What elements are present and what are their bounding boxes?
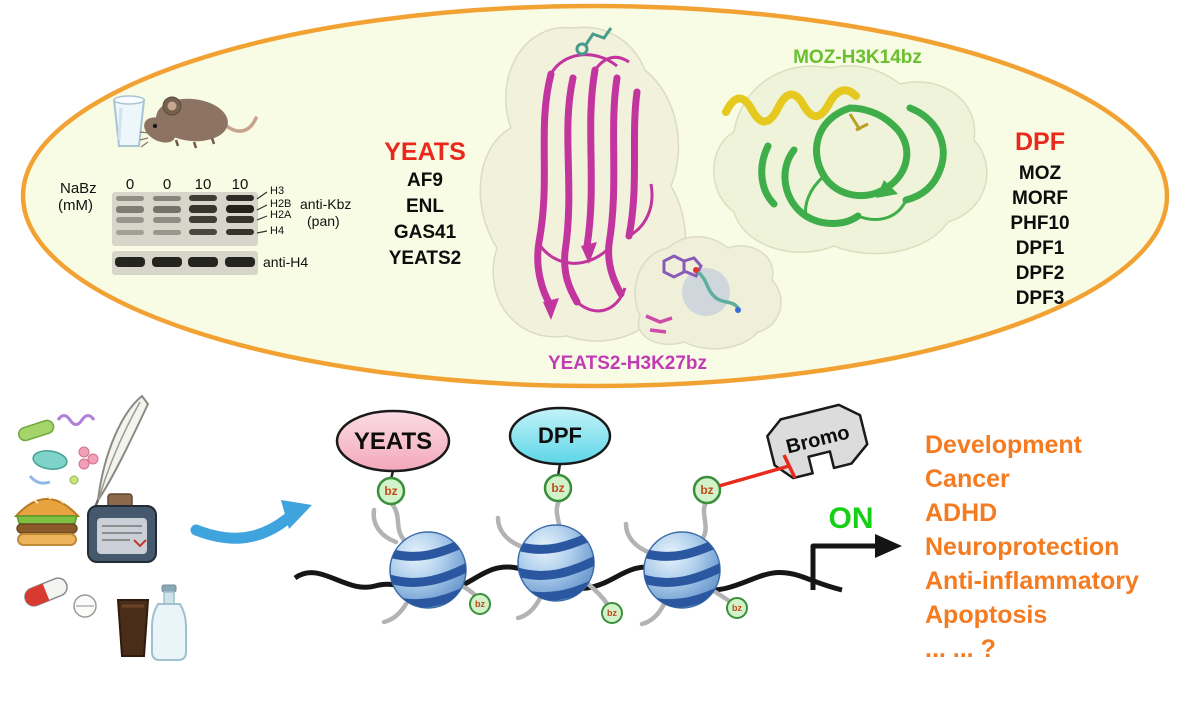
blot-lane-label: 10 <box>194 176 212 193</box>
yeats-family-member: AF9 <box>407 170 443 191</box>
bz-mark-label-small: bz <box>732 603 742 613</box>
transcription-on-label: ON <box>828 502 874 535</box>
quill-ink-icon <box>87 394 157 563</box>
outcome-item: Neuroprotection <box>925 533 1120 561</box>
mouse-icon <box>139 96 258 149</box>
bz-mark-label-small: bz <box>475 599 485 609</box>
bz-circle <box>692 475 722 505</box>
dpf-family-title: DPF <box>1015 128 1065 156</box>
blot-unit-label: (mM) <box>58 197 93 214</box>
outcome-item: Apoptosis <box>925 601 1048 629</box>
moz-structure <box>713 65 988 255</box>
yeats-family-member: GAS41 <box>393 222 457 243</box>
dpf-family-member: DPF1 <box>1015 238 1065 259</box>
bz-mark-label: bz <box>700 483 714 497</box>
outcome-item: Cancer <box>925 465 1010 493</box>
bz-circle-small <box>601 602 623 624</box>
blot-reagent-label: NaBz <box>60 180 97 197</box>
yeats-family-title: YEATS <box>384 138 466 166</box>
yeats2-structure-label: YEATS2-H3K27bz <box>547 353 708 374</box>
bz-mark-label: bz <box>384 484 398 498</box>
outcome-item: ADHD <box>925 499 998 527</box>
nucleosome <box>389 531 467 609</box>
ligand-closeup <box>634 236 782 350</box>
yeats-bubble <box>335 409 451 473</box>
dpf-family-member: MORF <box>1012 188 1068 209</box>
blot-band-label: H4 <box>270 225 285 237</box>
drinks-icon <box>116 584 187 661</box>
outcome-item: ... ... ? <box>925 635 996 663</box>
outcome-item: Anti-inflammatory <box>925 567 1139 595</box>
yeats-family-member: ENL <box>406 196 444 217</box>
blot-probe-top-note: (pan) <box>307 213 340 229</box>
blot-band-label: H2A <box>270 209 292 221</box>
bz-mark-label-small: bz <box>607 608 617 618</box>
blot-probe-top-label: anti-Kbz <box>300 196 352 212</box>
dpf-reader-label: DPF <box>538 423 582 448</box>
nucleosome <box>643 531 721 609</box>
moz-structure-label: MOZ-H3K14bz <box>793 47 922 68</box>
blot-lane-label: 10 <box>231 176 249 193</box>
dpf-bubble <box>508 406 612 466</box>
blot-lane-label: 0 <box>162 176 172 193</box>
dpf-family-member: PHF10 <box>1010 213 1070 234</box>
water-glass-icon <box>112 95 146 147</box>
western-blot <box>112 191 268 275</box>
blot-band-label: H3 <box>270 185 285 197</box>
yeats-reader-label: YEATS <box>353 428 433 455</box>
bz-circle <box>376 476 406 506</box>
transcription-arrow <box>810 534 902 590</box>
blot-probe-bottom-label: anti-H4 <box>263 254 309 270</box>
blot-band-label: H2B <box>270 198 292 210</box>
bz-circle-small <box>726 597 748 619</box>
histone-tails <box>371 498 736 627</box>
inhibition-line <box>718 454 797 488</box>
bz-mark-circles <box>376 463 748 624</box>
dpf-family-member: DPF3 <box>1015 288 1065 309</box>
yeats2-structure <box>479 26 687 342</box>
bz-circle-small <box>469 593 491 615</box>
outcome-item: Development <box>925 431 1082 459</box>
microbes-icon <box>17 414 99 485</box>
blot-lane-label: 0 <box>125 176 135 193</box>
exposure-arrow <box>190 500 312 544</box>
pills-icon <box>24 577 97 618</box>
alpha-helix-yellow <box>722 86 860 126</box>
dpf-family-member: DPF2 <box>1015 263 1065 284</box>
bz-circle <box>543 473 573 503</box>
yeats-family-member: YEATS2 <box>388 248 462 269</box>
burger-icon <box>13 495 81 546</box>
dpf-family-member: MOZ <box>1018 163 1062 184</box>
bz-mark-label: bz <box>551 481 565 495</box>
